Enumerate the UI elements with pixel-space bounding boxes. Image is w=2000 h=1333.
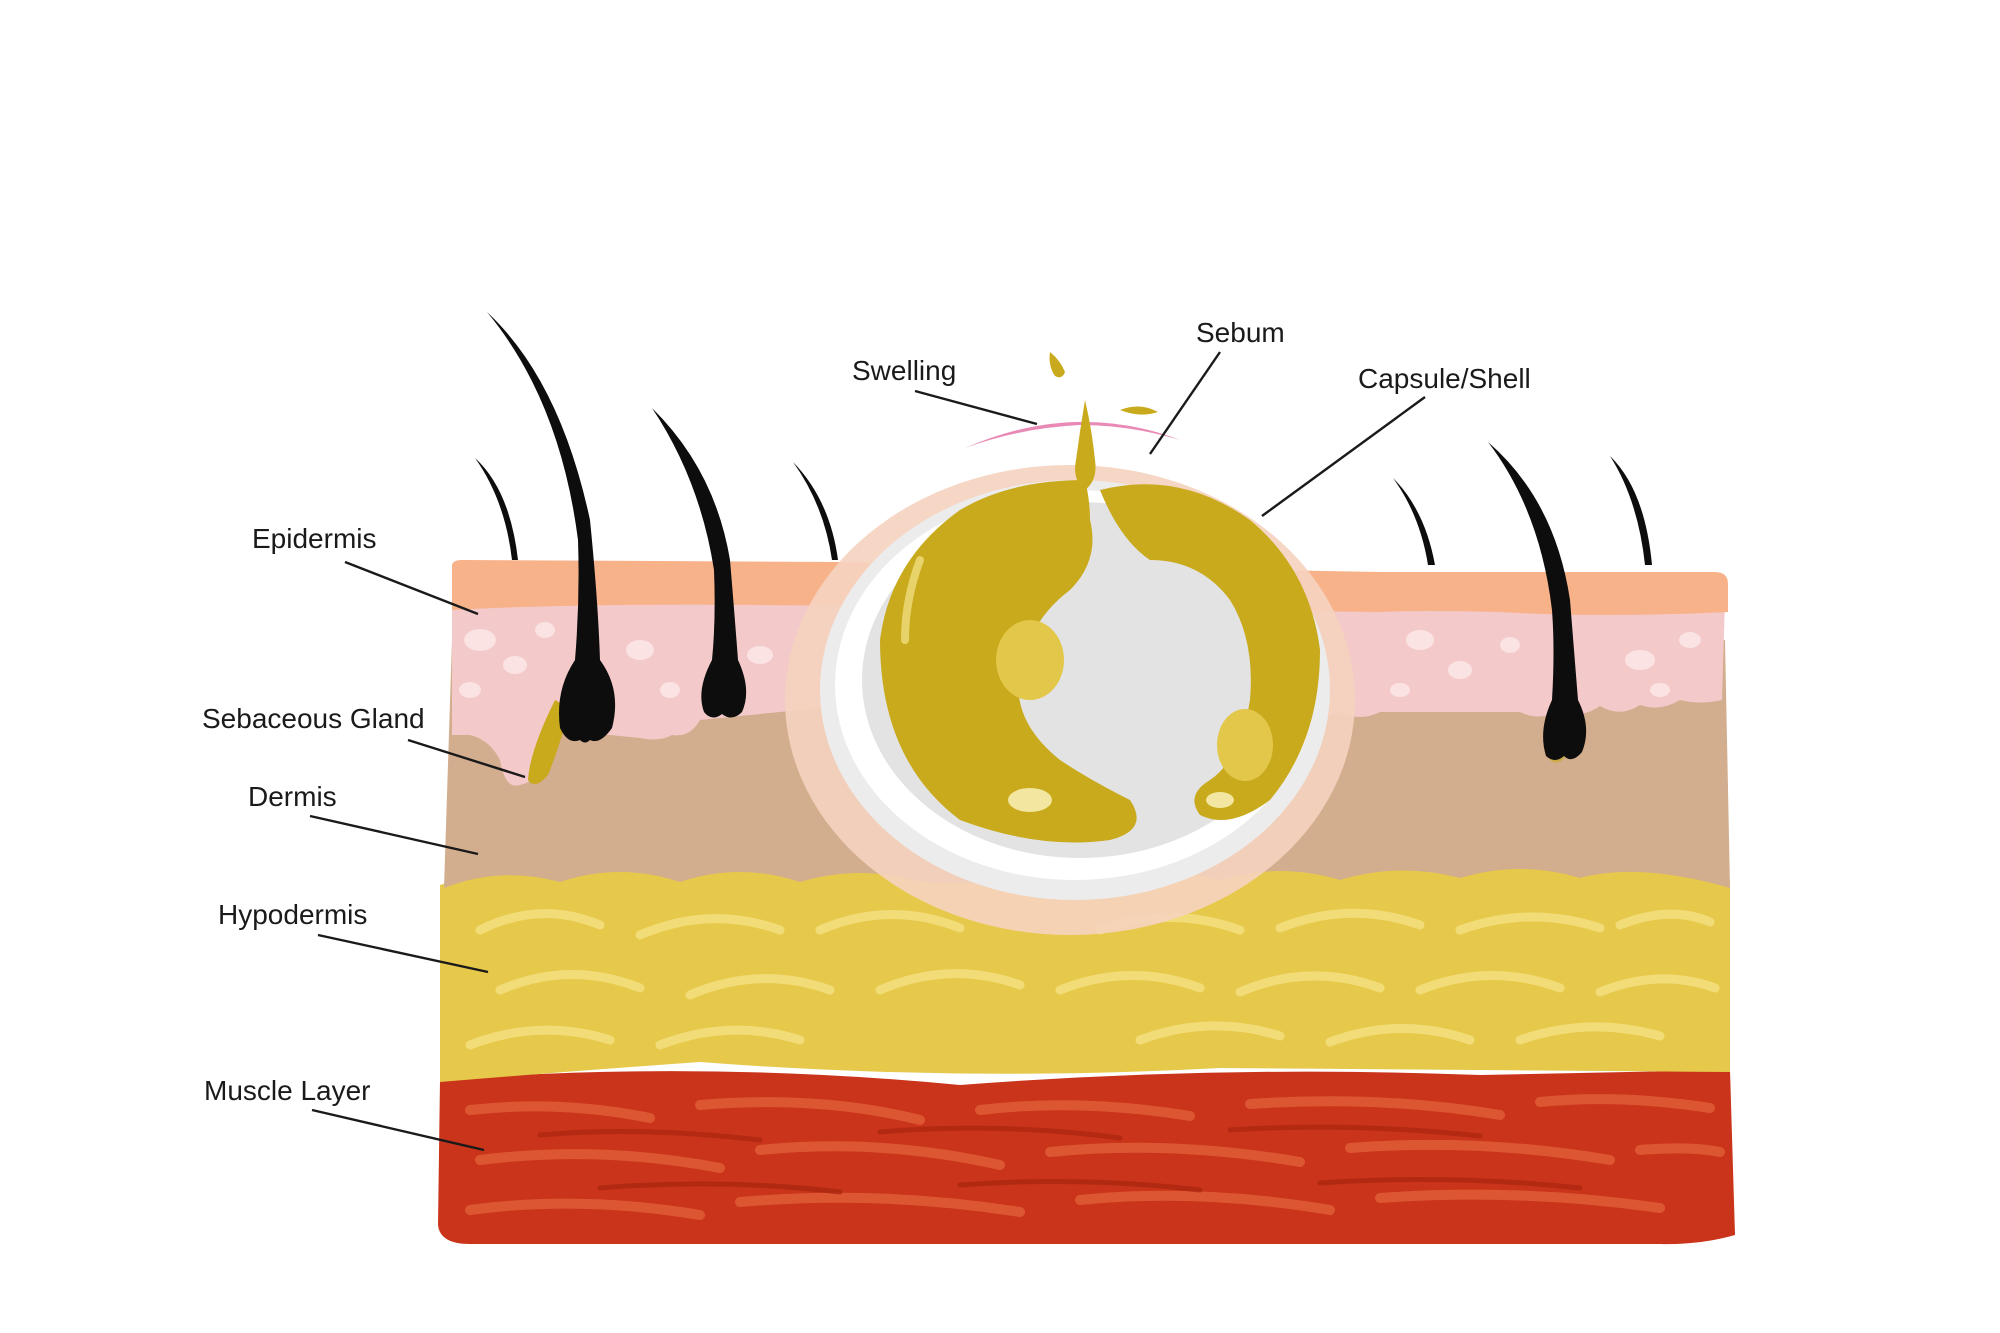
leader-lines xyxy=(309,351,1426,1152)
sebum-mass xyxy=(880,480,1320,843)
label-epidermis: Epidermis xyxy=(252,523,376,554)
label-dermis: Dermis xyxy=(248,781,337,812)
label-sebum: Sebum xyxy=(1196,317,1285,348)
label-capsule-shell: Capsule/Shell xyxy=(1358,363,1531,394)
swelling-cap xyxy=(965,421,1180,448)
label-swelling: Swelling xyxy=(852,355,956,386)
hair-follicles xyxy=(475,312,1652,760)
muscle-layer xyxy=(438,1070,1735,1245)
label-hypodermis: Hypodermis xyxy=(218,899,367,930)
label-muscle-layer: Muscle Layer xyxy=(204,1075,371,1106)
cyst xyxy=(785,352,1355,935)
sebum-drip xyxy=(1075,400,1096,490)
label-sebaceous-gland: Sebaceous Gland xyxy=(202,703,425,734)
